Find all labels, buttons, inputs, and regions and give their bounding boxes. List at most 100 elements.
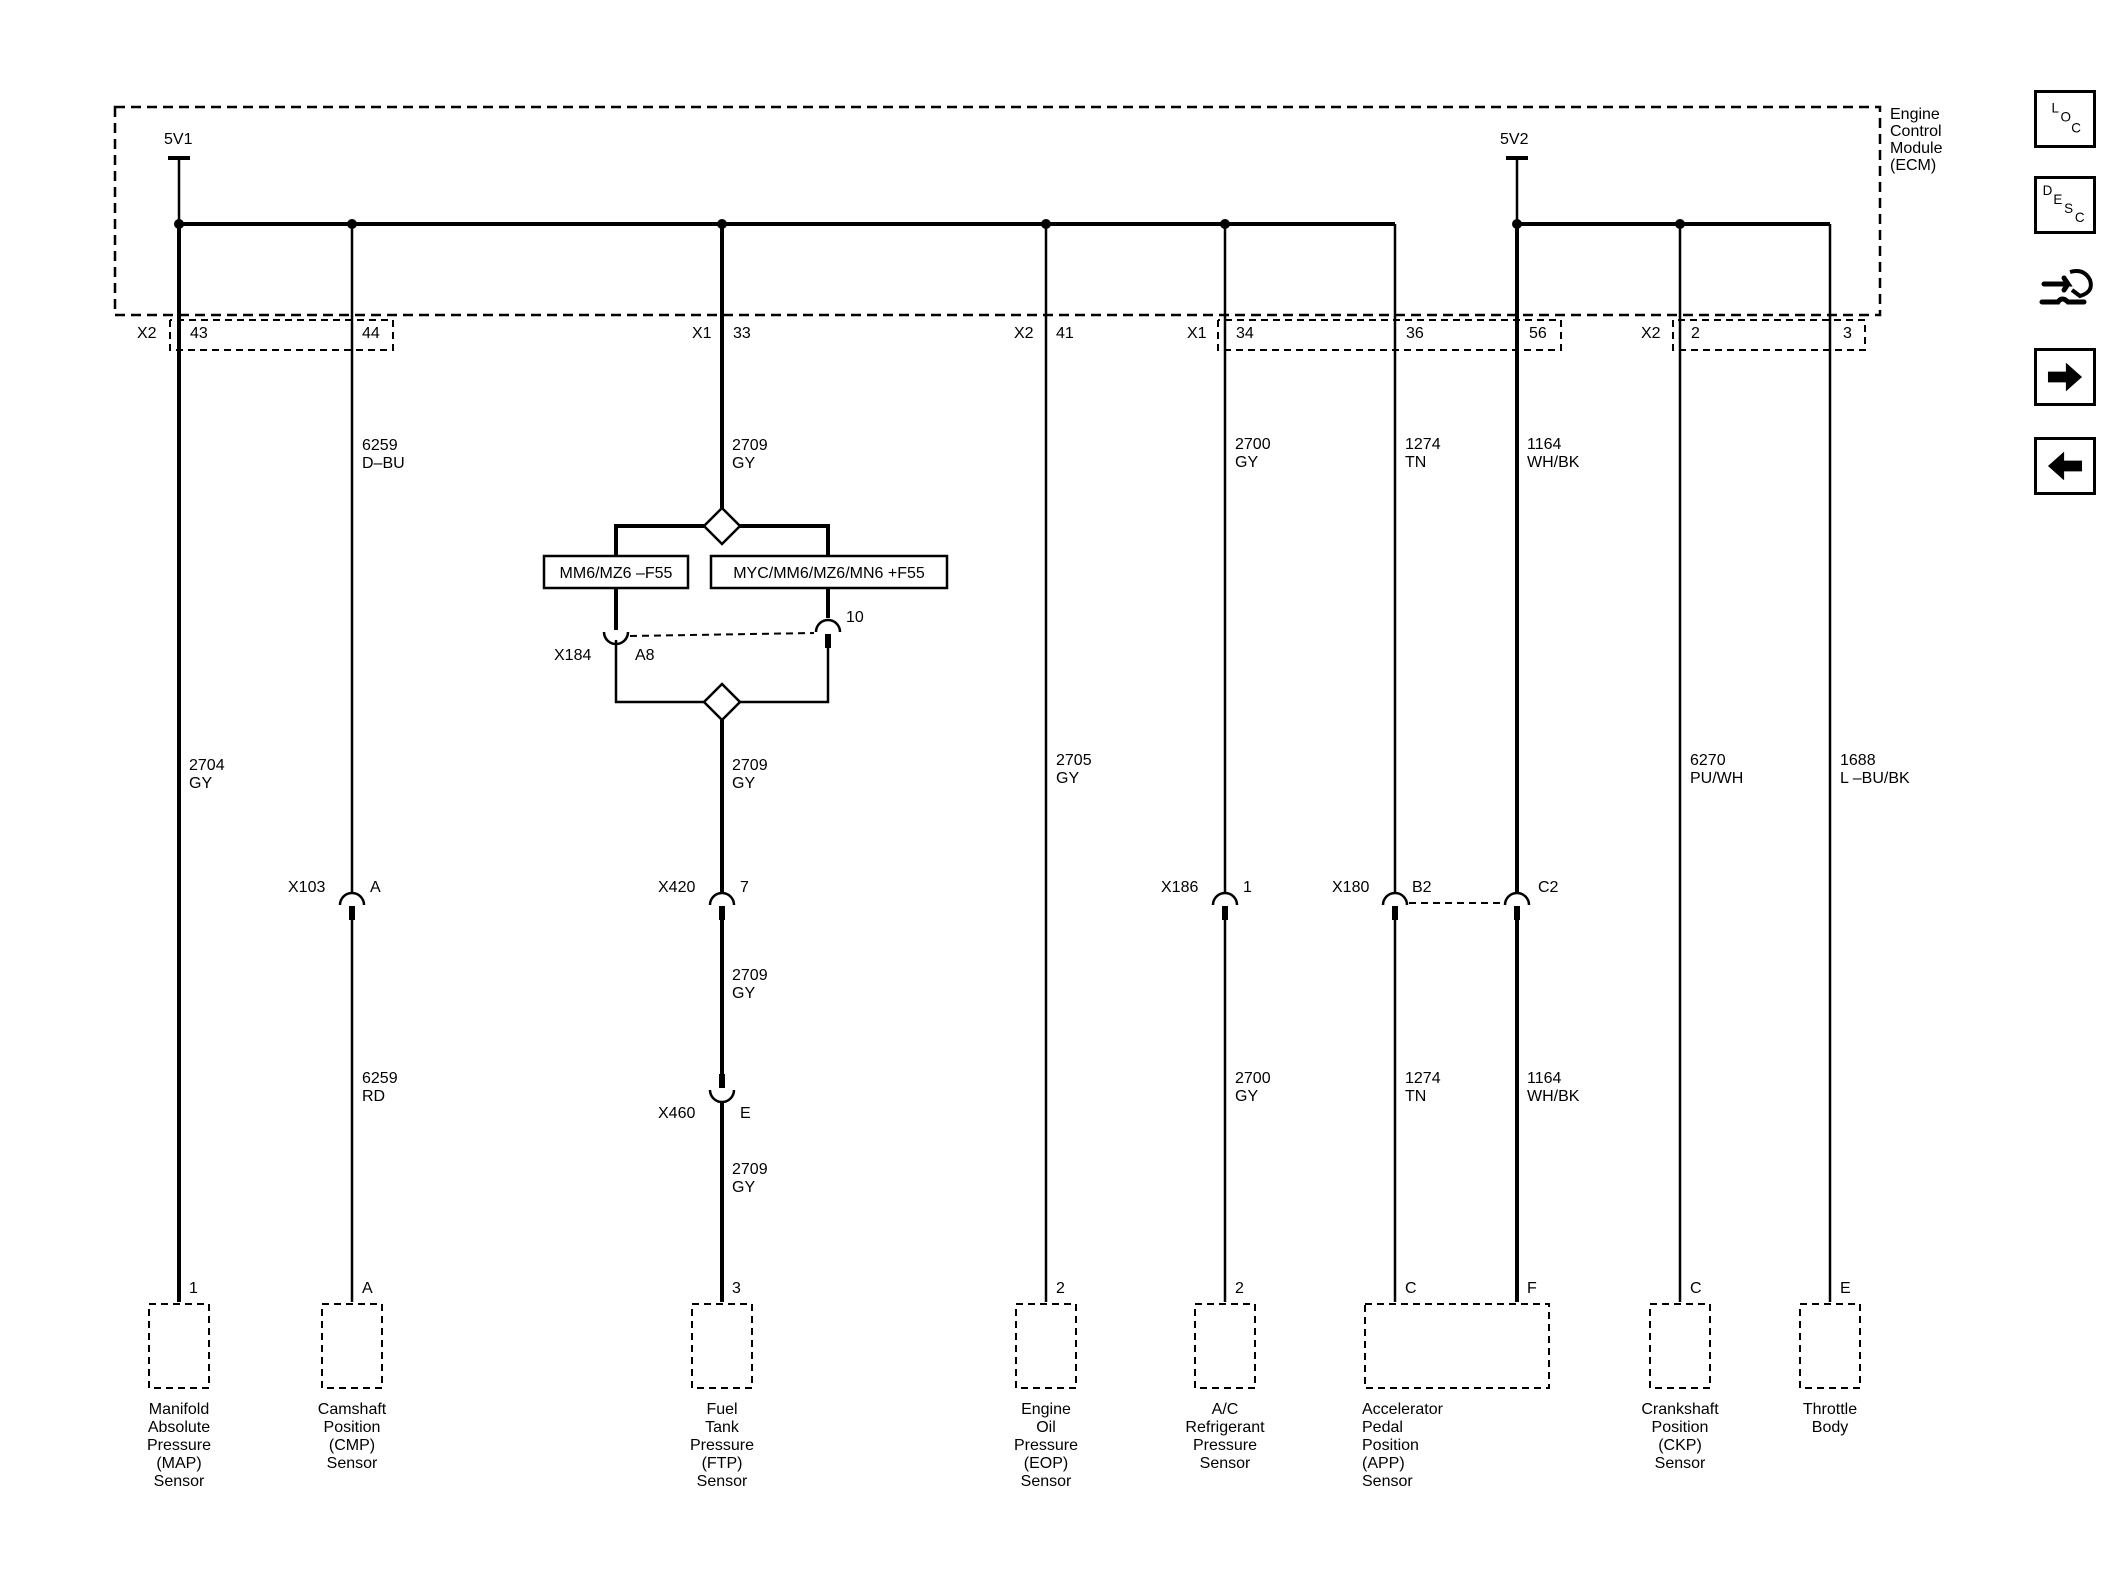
- svg-text:Fuel: Fuel: [706, 1401, 737, 1418]
- x460-connector-symbol: [708, 1089, 736, 1104]
- ac-upper-circuit: 2700: [1235, 436, 1271, 453]
- svg-text:Tank: Tank: [705, 1419, 740, 1436]
- x460-name: X460: [658, 1105, 695, 1122]
- x420-pin: 7: [740, 879, 749, 896]
- x2-connector-box-right: [1672, 319, 1866, 351]
- svg-text:C: C: [2075, 210, 2085, 225]
- pin-56: 56: [1529, 325, 1547, 342]
- svg-text:Engine: Engine: [1021, 1401, 1071, 1418]
- ac-lower-color: GY: [1235, 1088, 1258, 1105]
- x180-connector-left: [1381, 891, 1409, 906]
- svg-text:Pressure: Pressure: [147, 1437, 211, 1454]
- svg-text:C: C: [1690, 1280, 1702, 1297]
- previous-button[interactable]: [2034, 437, 2096, 495]
- app-wh-lower-color: WH/BK: [1527, 1088, 1580, 1105]
- svg-text:Camshaft: Camshaft: [318, 1401, 387, 1418]
- cmp-lower-color: RD: [362, 1088, 385, 1105]
- ftp-3-color: GY: [732, 985, 755, 1002]
- app-sensor: C F Accelerator Pedal Position (APP) Sen…: [1362, 1280, 1550, 1490]
- pin-44: 44: [362, 325, 380, 342]
- cmp-lower-circuit: 6259: [362, 1070, 398, 1087]
- svg-text:Position: Position: [1362, 1437, 1419, 1454]
- ecm-label: Engine Control Module (ECM): [1890, 106, 1943, 174]
- splice-diamond-upper: [702, 506, 742, 546]
- x186-connector-symbol: [1211, 891, 1239, 906]
- svg-text:Sensor: Sensor: [1200, 1455, 1251, 1472]
- ftp-1-circuit: 2709: [732, 437, 768, 454]
- x184-name: X184: [554, 647, 591, 664]
- svg-text:3: 3: [732, 1280, 741, 1297]
- svg-text:Sensor: Sensor: [1021, 1473, 1072, 1490]
- svg-text:Position: Position: [324, 1419, 381, 1436]
- svg-text:Body: Body: [1812, 1419, 1848, 1436]
- cmp-upper-circuit: 6259: [362, 437, 398, 454]
- x184-pin-a8: A8: [635, 647, 655, 664]
- svg-text:Pedal: Pedal: [1362, 1419, 1403, 1436]
- svg-text:L: L: [2052, 101, 2060, 116]
- svg-text:Sensor: Sensor: [154, 1473, 205, 1490]
- svg-text:Sensor: Sensor: [1362, 1473, 1413, 1490]
- x103-connector-symbol: [338, 891, 366, 906]
- svg-text:Module: Module: [1890, 140, 1943, 157]
- splice-diamond-lower: [702, 682, 742, 722]
- eop-sensor: 2 Engine Oil Pressure (EOP) Sensor: [1014, 1280, 1078, 1490]
- cmp-sensor: A Camshaft Position (CMP) Sensor: [318, 1280, 387, 1472]
- ckp-color: PU/WH: [1690, 770, 1743, 787]
- description-button[interactable]: D E S C: [2034, 176, 2096, 234]
- svg-text:Sensor: Sensor: [327, 1455, 378, 1472]
- connector-view-button[interactable]: [2034, 258, 2096, 316]
- pin-43: 43: [190, 325, 208, 342]
- x180-pin-b2: B2: [1412, 879, 1432, 896]
- location-button[interactable]: L O C: [2034, 90, 2096, 148]
- svg-text:Position: Position: [1652, 1419, 1709, 1436]
- svg-text:Sensor: Sensor: [1655, 1455, 1706, 1472]
- eop-color: GY: [1056, 770, 1079, 787]
- svg-text:Absolute: Absolute: [148, 1419, 210, 1436]
- x186-pin: 1: [1243, 879, 1252, 896]
- svg-text:Control: Control: [1890, 123, 1942, 140]
- svg-text:Accelerator: Accelerator: [1362, 1401, 1444, 1418]
- connector-x2-eop: X2: [1014, 325, 1034, 342]
- svg-text:Sensor: Sensor: [697, 1473, 748, 1490]
- svg-text:Pressure: Pressure: [690, 1437, 754, 1454]
- ftp-2-circuit: 2709: [732, 757, 768, 774]
- svg-text:D: D: [2043, 183, 2053, 198]
- 5v2-label: 5V2: [1500, 131, 1529, 148]
- ac-lower-circuit: 2700: [1235, 1070, 1271, 1087]
- next-arrow-icon: [2047, 362, 2083, 392]
- next-button[interactable]: [2034, 348, 2096, 406]
- x103-pin: A: [370, 879, 381, 896]
- tb-circuit: 1688: [1840, 752, 1876, 769]
- x184-connector-right: [814, 618, 842, 633]
- pin-3: 3: [1843, 325, 1852, 342]
- app-wh-lower-circuit: 1164: [1527, 1070, 1562, 1087]
- connector-x2-right: X2: [1641, 325, 1661, 342]
- option-box-left: MM6/MZ6 –F55: [542, 554, 690, 590]
- ftp-1-color: GY: [732, 455, 755, 472]
- connector-x2-left: X2: [137, 325, 157, 342]
- svg-text:MM6/MZ6 –F55: MM6/MZ6 –F55: [560, 565, 673, 582]
- svg-text:Oil: Oil: [1036, 1419, 1056, 1436]
- ftp-4-circuit: 2709: [732, 1161, 768, 1178]
- pin-34: 34: [1236, 325, 1254, 342]
- ftp-3-circuit: 2709: [732, 967, 768, 984]
- previous-arrow-icon: [2047, 451, 2083, 481]
- svg-text:(MAP): (MAP): [156, 1455, 201, 1472]
- map-circuit: 2704: [189, 757, 225, 774]
- ckp-circuit: 6270: [1690, 752, 1726, 769]
- svg-text:C: C: [2071, 120, 2081, 135]
- ftp-sensor: 3 Fuel Tank Pressure (FTP) Sensor: [690, 1280, 754, 1490]
- svg-text:A/C: A/C: [1212, 1401, 1239, 1418]
- svg-text:A: A: [362, 1280, 373, 1297]
- description-icon: D E S C: [2043, 183, 2085, 225]
- x1-connector-box-right: [1217, 319, 1562, 351]
- pin-36: 36: [1406, 325, 1424, 342]
- svg-text:(CMP): (CMP): [329, 1437, 375, 1454]
- svg-text:(APP): (APP): [1362, 1455, 1405, 1472]
- svg-text:MYC/MM6/MZ6/MN6 +F55: MYC/MM6/MZ6/MN6 +F55: [733, 565, 925, 582]
- x180-connector-right: [1503, 891, 1531, 906]
- ckp-sensor: C Crankshaft Position (CKP) Sensor: [1641, 1280, 1719, 1472]
- app-tn-lower-color: TN: [1405, 1088, 1426, 1105]
- x460-pin: E: [740, 1105, 751, 1122]
